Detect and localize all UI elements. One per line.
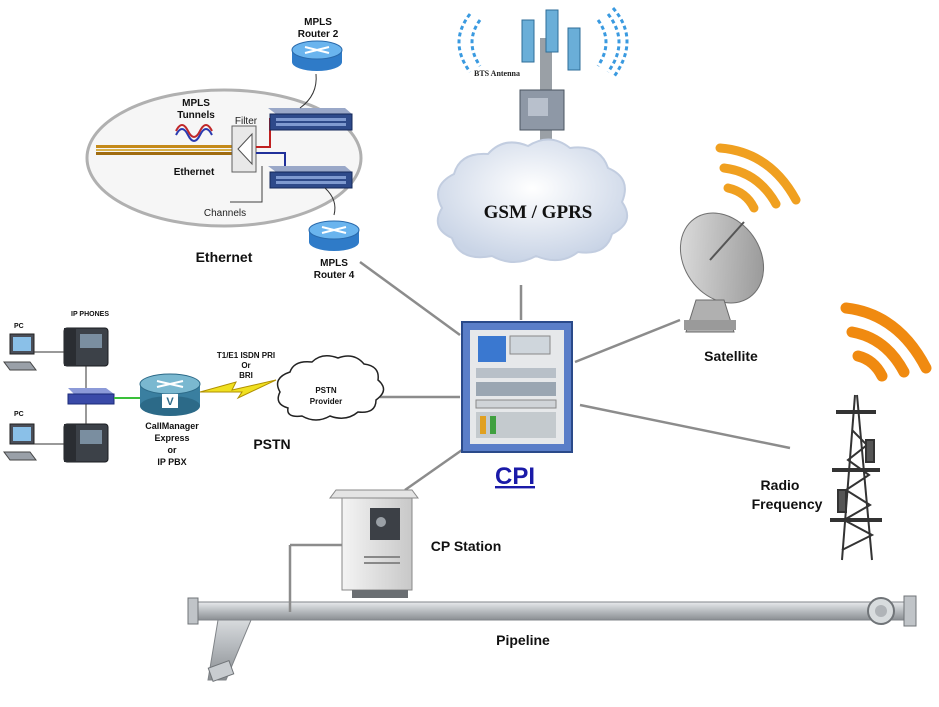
pc-bottom-icon <box>3 423 37 461</box>
pc-bottom-label: PC <box>14 411 24 418</box>
ip-phone-bottom-icon <box>63 423 109 463</box>
pstn-provider-label-2: Provider <box>310 397 342 406</box>
channels-label: Channels <box>204 208 246 219</box>
callmanager-label-1: CallManager <box>145 421 199 431</box>
cp-station-icon <box>329 489 419 598</box>
mpls-router-4-label-1: MPLS <box>320 258 348 269</box>
pc-top-icon <box>3 333 37 371</box>
cpi-link[interactable]: CPI <box>495 463 535 490</box>
callmanager-label-2: Express <box>154 433 189 443</box>
radio-label-1: Radio <box>761 477 800 493</box>
line-station-cpi <box>404 448 463 492</box>
mpls-router-2-label-1: MPLS <box>304 17 332 28</box>
callmanager-label-4: IP PBX <box>157 457 186 467</box>
pipeline-label: Pipeline <box>496 632 550 648</box>
ethernet-section-label: Ethernet <box>196 249 253 265</box>
ethernet-section: MPLS Router 2 MPLS Tunnels Filter Ethern… <box>85 17 363 281</box>
satellite-label: Satellite <box>704 348 758 364</box>
pstn-provider-cloud-icon <box>276 355 385 421</box>
pipeline-icon <box>187 543 917 682</box>
mpls-router-4-icon <box>308 220 360 251</box>
mpls-router-4-label-2: Router 4 <box>314 270 355 281</box>
pc-top-label: PC <box>14 323 24 330</box>
mpls-router-2-icon <box>291 40 343 71</box>
radio-wave-icon <box>840 302 932 382</box>
satellite-wave-icon <box>715 143 801 213</box>
filter-label: Filter <box>235 116 258 127</box>
t1-label-3: BRI <box>239 371 253 380</box>
radio-tower-icon <box>830 394 882 561</box>
gsm-cloud-label: GSM / GPRS <box>484 202 593 223</box>
ip-phones-label: IP PHONES <box>71 311 109 318</box>
line-ethernet-cpi <box>359 260 461 337</box>
bts-antenna-label: BTS Antenna <box>474 69 520 78</box>
callmanager-router-icon: V <box>139 373 201 416</box>
satellite-dish-icon <box>679 212 765 333</box>
mpls-tunnel-icon <box>175 124 213 138</box>
ip-phone-top-icon <box>63 327 109 367</box>
connection-lines <box>359 260 791 492</box>
cp-station-label: CP Station <box>431 538 502 554</box>
pstn-provider-label-1: PSTN <box>315 386 337 395</box>
mpls-router-2-label-2: Router 2 <box>298 29 339 40</box>
t1-label-2: Or <box>241 361 250 370</box>
radio-section: Radio Frequency <box>752 302 932 561</box>
svg-text:V: V <box>166 396 174 408</box>
rack-router-top <box>268 108 353 131</box>
line-radio-cpi <box>579 403 791 450</box>
cpi-label[interactable]: CPI <box>495 463 535 490</box>
pstn-section-label: PSTN <box>253 436 290 452</box>
callmanager-label-3: or <box>168 445 177 455</box>
pstn-section: IP PHONES PC PC <box>3 311 385 467</box>
t1-label-1: T1/E1 ISDN PRI <box>217 351 275 360</box>
cpi-cabinet-icon <box>461 321 573 453</box>
mpls-tunnels-label-1: MPLS <box>182 98 210 109</box>
rack-router-bottom <box>268 166 353 189</box>
lightning-icon <box>199 379 277 400</box>
radio-label-2: Frequency <box>752 496 823 512</box>
ethernet-inner-label: Ethernet <box>174 167 215 178</box>
line-satellite-cpi <box>574 318 681 364</box>
bts-antenna-icon <box>457 7 629 148</box>
gsm-section: BTS Antenna GSM / GPRS <box>436 7 629 263</box>
lan-switch-icon <box>67 388 115 405</box>
mpls-tunnels-label-2: Tunnels <box>177 110 215 121</box>
gsm-cloud-icon <box>436 138 629 263</box>
satellite-section: Satellite <box>679 143 801 364</box>
